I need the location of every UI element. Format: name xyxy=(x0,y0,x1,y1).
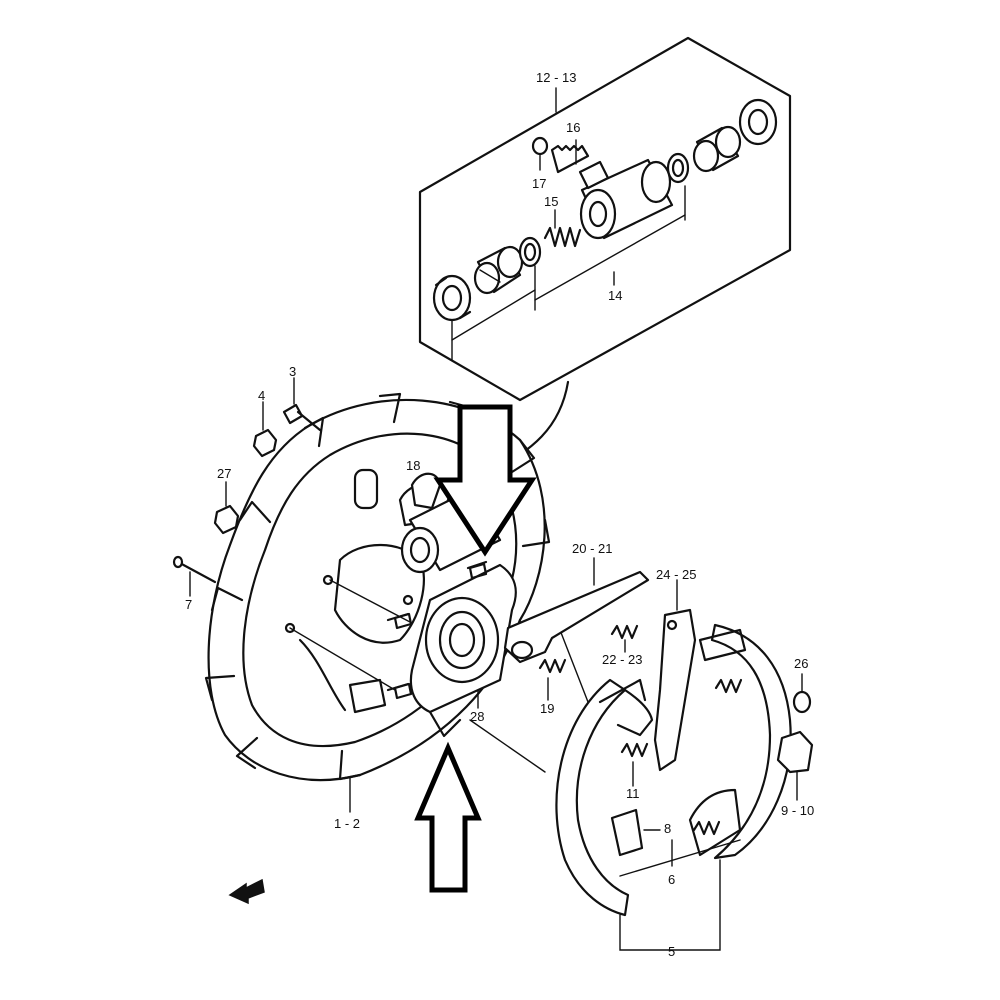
label-16: 16 xyxy=(566,120,580,135)
label-18: 18 xyxy=(406,458,420,473)
piston-left xyxy=(473,245,524,295)
label-17: 17 xyxy=(532,176,546,191)
brake-shoe-right xyxy=(688,623,792,860)
stud xyxy=(393,562,488,700)
label-6: 6 xyxy=(668,872,675,887)
label-22-23: 22 - 23 xyxy=(602,652,642,667)
bleeder-cap-17 xyxy=(531,136,549,156)
front-direction-arrow-icon xyxy=(228,878,265,905)
brake-shoe-left xyxy=(555,678,654,917)
spring-lower xyxy=(692,820,721,836)
label-3: 3 xyxy=(289,364,296,379)
adjuster-lever xyxy=(653,579,697,772)
spring-15 xyxy=(543,226,582,248)
callout-arrow-up-icon xyxy=(414,741,482,893)
label-20-21: 20 - 21 xyxy=(572,541,612,556)
wheel-cylinder-inset xyxy=(418,36,792,402)
spring-19 xyxy=(538,658,567,674)
label-24-25: 24 - 25 xyxy=(656,567,696,582)
bolt-7 xyxy=(172,555,217,597)
label-26: 26 xyxy=(794,656,808,671)
label-28: 28 xyxy=(470,709,484,724)
dust-boot-right xyxy=(738,98,778,146)
bearing-retainer-28 xyxy=(386,560,517,714)
bleeder-screw-16 xyxy=(550,144,590,174)
wheel-cylinder-parts xyxy=(432,87,778,361)
cup-left xyxy=(518,236,542,268)
label-27: 27 xyxy=(217,466,231,481)
label-19: 19 xyxy=(540,701,554,716)
label-14: 14 xyxy=(608,288,622,303)
label-9-10: 9 - 10 xyxy=(781,803,814,818)
clip-26 xyxy=(792,673,812,714)
label-15: 15 xyxy=(544,194,558,209)
spring-22-23 xyxy=(610,624,639,640)
piston-right xyxy=(692,125,742,173)
label-1-2: 1 - 2 xyxy=(334,816,360,831)
spring-upper xyxy=(714,678,743,694)
dust-boot-left xyxy=(432,274,472,322)
label-11: 11 xyxy=(626,786,640,801)
nut-27 xyxy=(213,481,240,535)
nut-4 xyxy=(252,401,278,458)
callout-arrow-down-icon xyxy=(433,404,537,557)
parking-brake-lever xyxy=(503,557,650,664)
spring-11 xyxy=(620,742,649,758)
strut-9-10 xyxy=(776,730,814,801)
label-8: 8 xyxy=(664,821,671,836)
label-4: 4 xyxy=(258,388,265,403)
cylinder-body xyxy=(578,158,674,240)
label-7: 7 xyxy=(185,597,192,612)
label-12-13: 12 - 13 xyxy=(536,70,576,85)
bolt-3 xyxy=(282,377,322,432)
label-5: 5 xyxy=(668,944,675,959)
cup-right xyxy=(666,152,690,184)
